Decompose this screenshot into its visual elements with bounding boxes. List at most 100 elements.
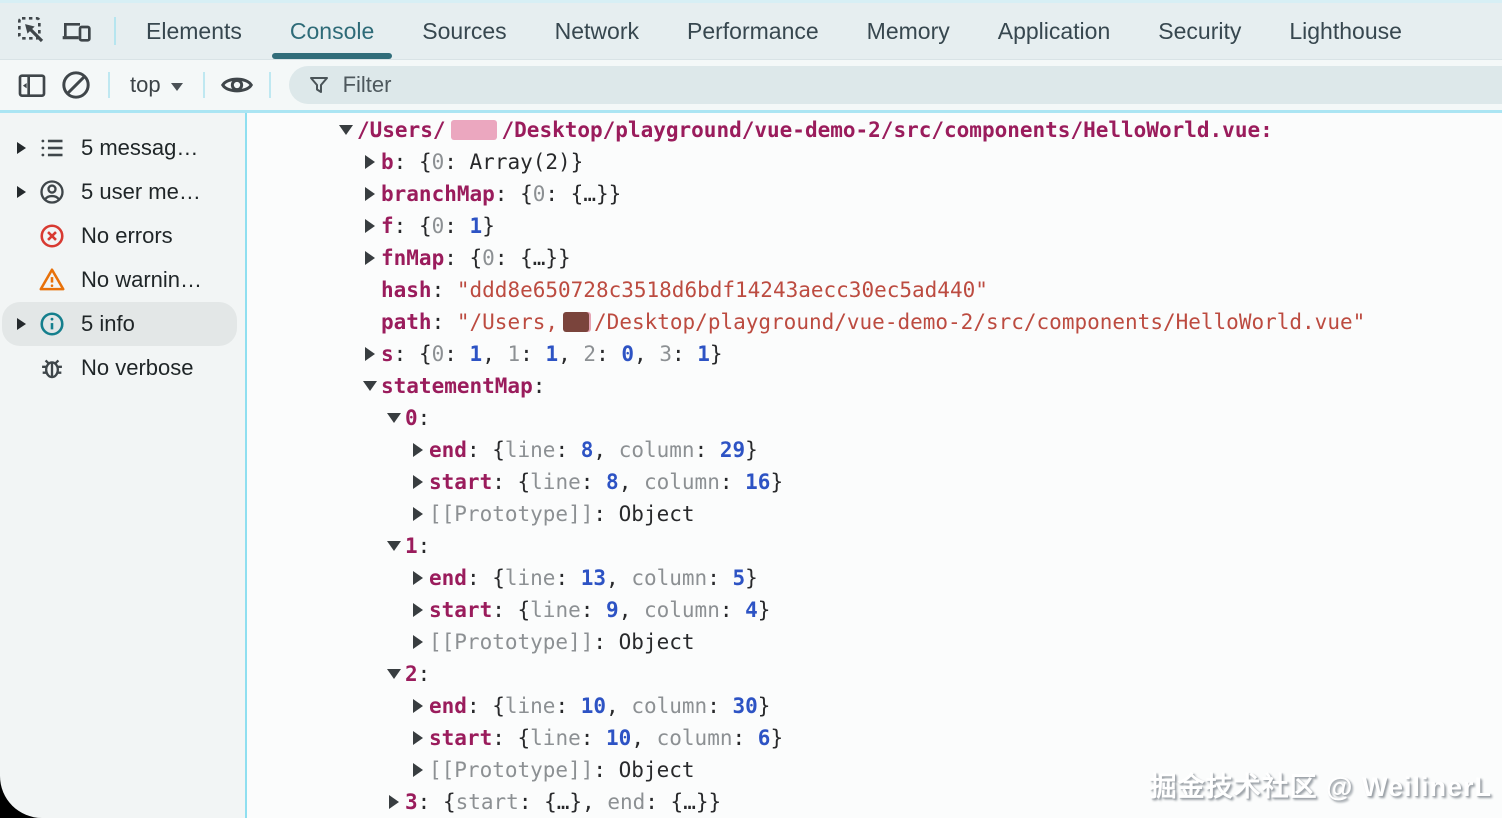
console-text: b	[381, 150, 394, 174]
disclosure-triangle-icon[interactable]	[359, 347, 381, 361]
console-text: start	[429, 598, 493, 622]
console-row[interactable]: 2:	[247, 658, 1502, 690]
console-row[interactable]: branchMap: {0: {…}}	[247, 178, 1502, 210]
disclosure-triangle-icon[interactable]	[407, 603, 429, 617]
console-text: }	[745, 566, 758, 590]
sidebar-item-label: 5 info	[81, 311, 135, 336]
console-row[interactable]: 1:	[247, 530, 1502, 562]
disclosure-triangle-icon[interactable]	[383, 795, 405, 809]
disclosure-triangle-icon[interactable]	[407, 443, 429, 457]
console-text: 1	[507, 342, 521, 366]
console-row[interactable]: end: {line: 10, column: 30}	[247, 690, 1502, 722]
console-text: }	[482, 214, 495, 238]
disclosure-triangle-icon[interactable]	[383, 669, 405, 679]
sidebar-item-label: 5 messag…	[81, 135, 199, 160]
console-text: : {…}}	[645, 790, 722, 814]
disclosure-triangle-icon[interactable]	[383, 541, 405, 551]
disclosure-triangle-icon[interactable]	[359, 219, 381, 233]
sidebar-item-5-info[interactable]: 5 info	[2, 302, 237, 346]
console-row[interactable]: start: {line: 10, column: 6}	[247, 722, 1502, 754]
console-row[interactable]: /Users//Desktop/playground/vue-demo-2/sr…	[247, 114, 1502, 146]
console-text: 1	[469, 342, 483, 366]
console-row[interactable]: s: {0: 1, 1: 1, 2: 0, 3: 1}	[247, 338, 1502, 370]
disclosure-triangle-icon[interactable]	[359, 381, 381, 391]
redaction-blob	[450, 120, 497, 140]
context-label: top	[130, 72, 161, 97]
device-toolbar-icon[interactable]	[54, 9, 98, 53]
console-text: : {	[393, 150, 432, 174]
console-text: : Array(2)}	[444, 150, 584, 174]
javascript-context-dropdown[interactable]: top	[120, 72, 193, 98]
console-row[interactable]: 0:	[247, 402, 1502, 434]
disclosure-triangle-icon[interactable]	[407, 635, 429, 649]
disclosure-triangle-icon[interactable]	[359, 155, 381, 169]
disclosure-triangle-icon[interactable]	[407, 699, 429, 713]
console-row[interactable]: statementMap:	[247, 370, 1502, 402]
tab-console[interactable]: Console	[266, 3, 398, 59]
console-text: : {…},	[518, 790, 608, 814]
console-row[interactable]: start: {line: 9, column: 4}	[247, 594, 1502, 626]
console-text: : {	[466, 438, 505, 462]
console-text: statementMap	[381, 374, 533, 398]
sidebar-item-no-errors[interactable]: No errors	[2, 214, 237, 258]
filter-box[interactable]	[288, 66, 1502, 104]
disclosure-triangle-icon[interactable]	[383, 413, 405, 423]
console-row[interactable]: [[Prototype]]: Object	[247, 498, 1502, 530]
disclosure-triangle-icon[interactable]	[407, 731, 429, 745]
console-row[interactable]: [[Prototype]]: Object	[247, 626, 1502, 658]
console-text: 2	[405, 662, 418, 686]
console-row[interactable]: [[Prototype]]: Object	[247, 754, 1502, 786]
live-expression-eye-icon[interactable]	[215, 65, 259, 105]
filter-input[interactable]	[342, 72, 1502, 98]
console-text: :	[555, 694, 581, 718]
console-row[interactable]: f: {0: 1}	[247, 210, 1502, 242]
disclosure-triangle-icon[interactable]	[407, 763, 429, 777]
console-text: 0	[621, 342, 635, 366]
redaction-blob	[563, 312, 590, 332]
clear-console-icon[interactable]	[54, 65, 98, 105]
expand-arrow-icon[interactable]	[10, 142, 32, 154]
console-sidebar-toggle-icon[interactable]	[10, 65, 54, 105]
disclosure-triangle-icon[interactable]	[407, 507, 429, 521]
sidebar-item-5-user-me-[interactable]: 5 user me…	[2, 170, 237, 214]
console-text: line	[530, 598, 581, 622]
console-row[interactable]: fnMap: {0: {…}}	[247, 242, 1502, 274]
console-text: column	[643, 470, 720, 494]
console-row[interactable]: 3: {start: {…}, end: {…}}	[247, 786, 1502, 818]
console-text: :	[444, 342, 470, 366]
devtools-tabbar: Elements Console Sources Network Performance…	[0, 0, 1502, 60]
inspect-icon[interactable]	[10, 9, 54, 53]
console-text: 0	[431, 214, 445, 238]
tab-application[interactable]: Application	[997, 17, 1111, 44]
sidebar-item-no-warnin-[interactable]: No warnin…	[2, 258, 237, 302]
console-text: 8	[606, 470, 619, 494]
console-text: }	[757, 694, 771, 718]
disclosure-triangle-icon[interactable]	[407, 475, 429, 489]
sidebar-item-no-verbose[interactable]: No verbose	[2, 346, 237, 390]
console-text: ,	[606, 694, 632, 718]
console-text: :	[555, 438, 581, 462]
tab-memory[interactable]: Memory	[866, 17, 950, 44]
tab-sources[interactable]: Sources	[422, 17, 507, 44]
sidebar-item-5-messag-[interactable]: 5 messag…	[2, 126, 237, 170]
tab-network[interactable]: Network	[554, 17, 639, 44]
disclosure-triangle-icon[interactable]	[335, 125, 357, 135]
console-row[interactable]: end: {line: 13, column: 5}	[247, 562, 1502, 594]
console-row[interactable]: b: {0: Array(2)}	[247, 146, 1502, 178]
expand-arrow-icon[interactable]	[10, 318, 32, 330]
expand-arrow-icon[interactable]	[10, 186, 32, 198]
tab-security[interactable]: Security	[1158, 17, 1242, 44]
tabbar-divider	[114, 17, 116, 45]
disclosure-triangle-icon[interactable]	[407, 571, 429, 585]
disclosure-triangle-icon[interactable]	[359, 187, 381, 201]
tab-elements[interactable]: Elements	[146, 17, 242, 44]
tab-performance[interactable]: Performance	[687, 17, 819, 44]
console-text: end	[429, 438, 467, 462]
tab-lighthouse[interactable]: Lighthouse	[1289, 17, 1402, 44]
console-text: :	[580, 598, 607, 622]
disclosure-triangle-icon[interactable]	[359, 251, 381, 265]
console-text: ,	[482, 342, 508, 366]
sidebar-item-label: No warnin…	[81, 267, 203, 292]
console-row[interactable]: start: {line: 8, column: 16}	[247, 466, 1502, 498]
console-row[interactable]: end: {line: 8, column: 29}	[247, 434, 1502, 466]
